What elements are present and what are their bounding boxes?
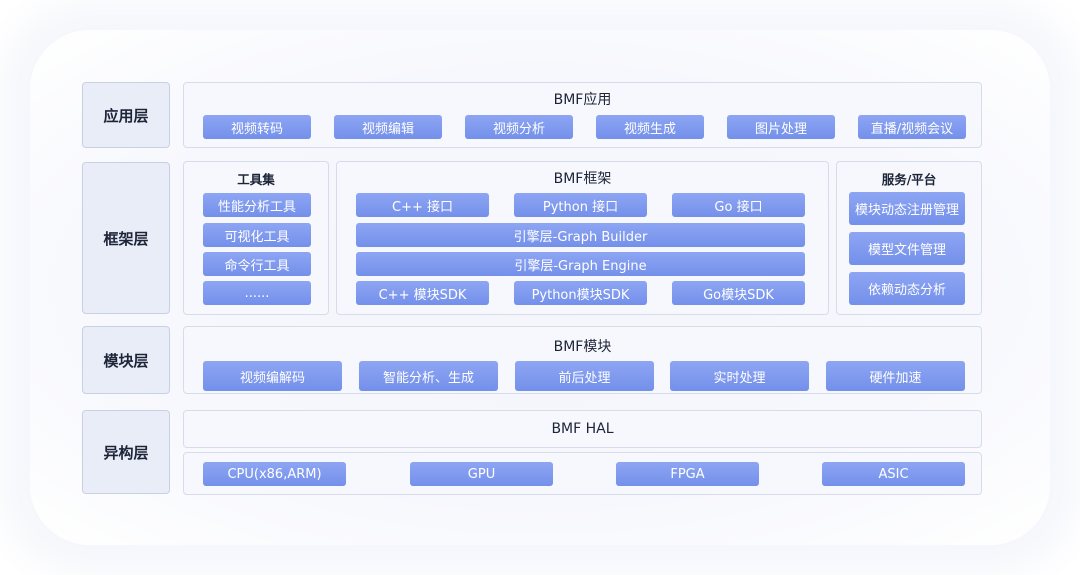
module-codec[interactable]: 视频编解码 <box>203 361 342 391</box>
app-item-analysis[interactable]: 视频分析 <box>465 115 573 139</box>
module-prepost[interactable]: 前后处理 <box>515 361 654 391</box>
layer-label-module: 模块层 <box>82 326 170 394</box>
hal-asic[interactable]: ASIC <box>822 462 965 486</box>
service-dependency-analysis[interactable]: 依赖动态分析 <box>849 272 965 305</box>
tools-panel: 工具集 性能分析工具 可视化工具 命令行工具 ...... <box>183 161 329 315</box>
graph-engine[interactable]: 引擎层-Graph Engine <box>356 252 805 276</box>
tool-more[interactable]: ...... <box>203 281 311 305</box>
cpp-interface[interactable]: C++ 接口 <box>356 193 489 217</box>
services-panel: 服务/平台 模块动态注册管理 模型文件管理 依赖动态分析 <box>836 161 982 315</box>
hal-cpu[interactable]: CPU(x86,ARM) <box>203 462 346 486</box>
module-layer-title: BMF模块 <box>553 339 612 355</box>
module-layer-panel: BMF模块 视频编解码 智能分析、生成 前后处理 实时处理 硬件加速 <box>183 326 982 394</box>
python-module-sdk[interactable]: Python模块SDK <box>514 281 647 305</box>
tool-visual[interactable]: 可视化工具 <box>203 223 311 247</box>
app-layer-panel: BMF应用 视频转码 视频编辑 视频分析 视频生成 图片处理 直播/视频会议 <box>183 82 982 148</box>
app-layer-title: BMF应用 <box>553 92 612 108</box>
app-item-transcode[interactable]: 视频转码 <box>203 115 311 139</box>
tool-cli[interactable]: 命令行工具 <box>203 252 311 276</box>
module-hw-accel[interactable]: 硬件加速 <box>826 361 965 391</box>
graph-builder[interactable]: 引擎层-Graph Builder <box>356 223 805 247</box>
layer-label-hetero: 异构层 <box>82 410 170 494</box>
layer-label-framework: 框架层 <box>82 162 170 314</box>
tool-perf[interactable]: 性能分析工具 <box>203 193 311 217</box>
service-module-registry[interactable]: 模块动态注册管理 <box>849 192 965 225</box>
framework-title: BMF框架 <box>553 171 612 187</box>
hal-fpga[interactable]: FPGA <box>616 462 759 486</box>
go-interface[interactable]: Go 接口 <box>672 193 805 217</box>
hal-gpu[interactable]: GPU <box>410 462 553 486</box>
module-realtime[interactable]: 实时处理 <box>670 361 809 391</box>
hal-items-panel: CPU(x86,ARM) GPU FPGA ASIC <box>183 452 982 495</box>
go-module-sdk[interactable]: Go模块SDK <box>672 281 805 305</box>
layer-label-app: 应用层 <box>82 82 170 148</box>
app-item-live[interactable]: 直播/视频会议 <box>858 115 966 139</box>
hal-title-panel: BMF HAL <box>183 410 982 448</box>
hal-title: BMF HAL <box>551 421 614 437</box>
tools-title: 工具集 <box>237 172 275 187</box>
module-ai[interactable]: 智能分析、生成 <box>359 361 498 391</box>
app-item-edit[interactable]: 视频编辑 <box>334 115 442 139</box>
services-title: 服务/平台 <box>881 172 937 187</box>
service-model-files[interactable]: 模型文件管理 <box>849 232 965 265</box>
app-item-generation[interactable]: 视频生成 <box>596 115 704 139</box>
app-item-image[interactable]: 图片处理 <box>727 115 835 139</box>
cpp-module-sdk[interactable]: C++ 模块SDK <box>356 281 489 305</box>
python-interface[interactable]: Python 接口 <box>514 193 647 217</box>
framework-panel: BMF框架 C++ 接口 Python 接口 Go 接口 引擎层-Graph B… <box>336 161 829 315</box>
